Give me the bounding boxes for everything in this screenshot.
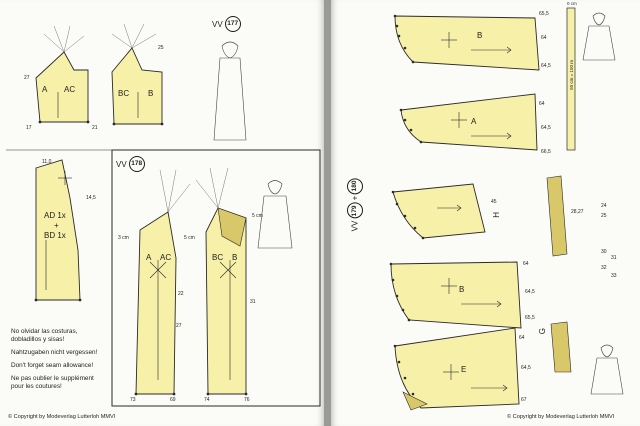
piece-label-long-a: A bbox=[146, 253, 152, 262]
measurement-label: 67 bbox=[521, 397, 527, 403]
long-back-piece bbox=[205, 207, 247, 395]
measurement-label: 73 bbox=[130, 397, 136, 403]
measurement-label: 64,5 bbox=[521, 365, 531, 371]
measurement-label: 64,5 bbox=[541, 125, 551, 131]
note-fr-line1: Ne pas oublier le supplément bbox=[11, 375, 94, 382]
skirt-piece-b-lower bbox=[390, 261, 522, 329]
pattern-sheet-left: VV 177 VV 178 A AC BC B AD 1x + BD 1x A … bbox=[0, 0, 324, 426]
piece-label-front-ac: AC bbox=[64, 85, 76, 94]
measurement-label: 27 bbox=[176, 323, 182, 329]
piece-label-b-lower: B bbox=[459, 285, 465, 294]
note-es-line2: dobladillos y sisas! bbox=[11, 336, 65, 343]
piece-label-g-side: G bbox=[538, 328, 547, 335]
model-177-number: 177 bbox=[224, 16, 241, 32]
measurement-label: 17 bbox=[26, 125, 32, 131]
measurement-label: 11,0 bbox=[42, 159, 52, 165]
measurement-label: 31 bbox=[611, 255, 617, 261]
seam-allowance-notes: No olvidar las costuras, dobladillos y s… bbox=[11, 328, 97, 391]
measurement-label: 31 bbox=[250, 299, 256, 305]
figure-sketch-177 bbox=[213, 41, 247, 141]
scale-ruler-top: 0 cm bbox=[567, 1, 577, 6]
measurement-label: 24 bbox=[601, 203, 607, 209]
measurement-label: 25 bbox=[158, 45, 164, 51]
yoke-piece bbox=[35, 159, 81, 301]
side-panel-hatched-upper bbox=[546, 175, 568, 257]
model-180-number: 180 bbox=[347, 178, 363, 194]
measurement-label: 66,5 bbox=[541, 149, 551, 155]
scale-ruler-label: 50 cm = 150 m bbox=[569, 60, 574, 90]
piece-label-e-bottom: E bbox=[461, 365, 467, 374]
piece-label-back-b: B bbox=[148, 89, 154, 98]
figure-sketch-179 bbox=[582, 12, 616, 61]
measurement-label: 64,5 bbox=[525, 289, 535, 295]
measurement-label: 64 bbox=[539, 101, 545, 107]
yoke-label-line1: AD 1x bbox=[44, 211, 66, 220]
scale-ruler-strip bbox=[566, 7, 576, 151]
measurement-label: 25 bbox=[601, 213, 607, 219]
measurement-label: 74 bbox=[204, 397, 210, 403]
measurement-label: 33 bbox=[611, 273, 617, 279]
piece-label-back-bc: BC bbox=[118, 89, 130, 98]
measurement-label: 30 bbox=[601, 249, 607, 255]
model-179-number: 179 bbox=[347, 202, 363, 219]
yoke-label-plus: + bbox=[54, 221, 59, 230]
piece-label-a-mid: A bbox=[471, 117, 477, 126]
bodice-back-piece bbox=[111, 47, 163, 125]
piece-label-long-bc: BC bbox=[212, 253, 224, 262]
measurement-label: 65,5 bbox=[539, 11, 549, 17]
yoke-label-line2: BD 1x bbox=[44, 231, 66, 240]
note-en: Don't forget seam allowance! bbox=[11, 362, 94, 369]
right-pattern-drawing bbox=[389, 7, 624, 411]
note-de: Nahtzugaben nicht vergessen! bbox=[11, 349, 98, 356]
measurement-label: 45 bbox=[491, 199, 497, 205]
model-179-180-badge: VV 179 + 180 bbox=[347, 178, 363, 231]
back-yoke-hatch bbox=[217, 207, 247, 247]
measurement-label: 5 cm bbox=[184, 235, 195, 241]
measurement-label: 64,5 bbox=[541, 63, 551, 69]
figure-sketch-178 bbox=[257, 180, 293, 249]
piece-label-b-top: B bbox=[477, 31, 483, 40]
measurement-label: 3 cm bbox=[118, 235, 129, 241]
measurement-label: 69 bbox=[170, 397, 176, 403]
side-panel-hatched-lower bbox=[550, 321, 572, 373]
measurement-label: 5 cm bbox=[252, 213, 263, 219]
bodice-piece-h bbox=[392, 183, 486, 239]
model-178-badge: VV 178 bbox=[116, 156, 145, 172]
skirt-piece-b-top bbox=[394, 15, 540, 71]
model-178-number: 178 bbox=[128, 156, 145, 172]
piece-label-front-a: A bbox=[42, 85, 48, 94]
copyright-left: © Copyright by Modeverlag Lutterloh MMVI bbox=[8, 414, 116, 420]
measurement-label: 14,5 bbox=[86, 195, 96, 201]
measurement-label: 64 bbox=[541, 35, 547, 41]
measurement-label: 64 bbox=[523, 261, 529, 267]
measurement-label: 22 bbox=[178, 291, 184, 297]
piece-label-long-ac: AC bbox=[160, 253, 172, 262]
skirt-piece-e-bottom bbox=[394, 327, 520, 409]
note-fr-line2: pour les coutures! bbox=[11, 383, 62, 390]
measurement-label: 65,5 bbox=[525, 315, 535, 321]
copyright-right: © Copyright by Modeverlag Lutterloh MMVI bbox=[507, 414, 615, 420]
measurement-label: 27 bbox=[24, 75, 30, 81]
measurement-label: 21 bbox=[92, 125, 98, 131]
model-177-badge: VV 177 bbox=[212, 16, 241, 32]
long-front-piece bbox=[135, 211, 177, 395]
note-es-line1: No olvidar las costuras, bbox=[11, 328, 78, 335]
piece-label-h-side: H bbox=[492, 212, 501, 218]
measurement-label: 64 bbox=[519, 335, 525, 341]
hem-hatch-bottom bbox=[402, 391, 428, 411]
pattern-sheet-right: 50 cm = 150 m 0 cm VV 179 + 180 B A H B … bbox=[331, 0, 640, 426]
figure-sketch-180 bbox=[590, 344, 624, 395]
piece-label-long-b: B bbox=[232, 253, 238, 262]
left-pattern-drawing bbox=[6, 23, 321, 407]
measurement-label: 76 bbox=[244, 397, 250, 403]
measurement-label: 32 bbox=[601, 265, 607, 271]
measurement-label: 28,27 bbox=[571, 209, 584, 215]
